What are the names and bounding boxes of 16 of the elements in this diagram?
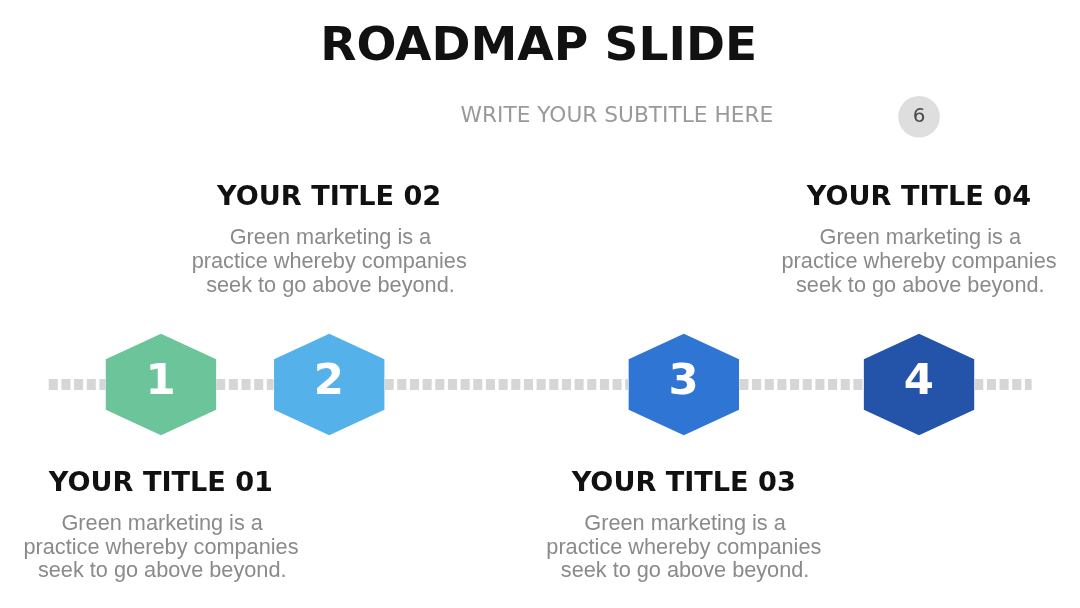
connector [384, 379, 629, 390]
node-label: YOUR TITLE 04 [806, 180, 1032, 212]
node-label: Green marketing is a practice whereby companies seek to go above beyond. [546, 510, 822, 583]
node-circle: 6 [898, 95, 940, 138]
connector [48, 379, 106, 390]
node-label: Green marketing is a practice whereby companies seek to go above beyond. [23, 510, 299, 583]
connector [739, 379, 864, 390]
node-label: YOUR TITLE 02 [217, 180, 442, 212]
node-label: YOUR TITLE 01 [48, 466, 273, 498]
diagram-title: ROADMAP SLIDE [320, 16, 758, 72]
node-label: Green marketing is a practice whereby companies seek to go above beyond. [781, 224, 1057, 297]
label: WRITE YOUR SUBTITLE HERE [460, 102, 774, 128]
node-label: Green marketing is a practice whereby companies seek to go above beyond. [191, 224, 467, 297]
connector [216, 379, 274, 390]
node-label: YOUR TITLE 03 [571, 466, 796, 498]
connector [974, 379, 1032, 390]
